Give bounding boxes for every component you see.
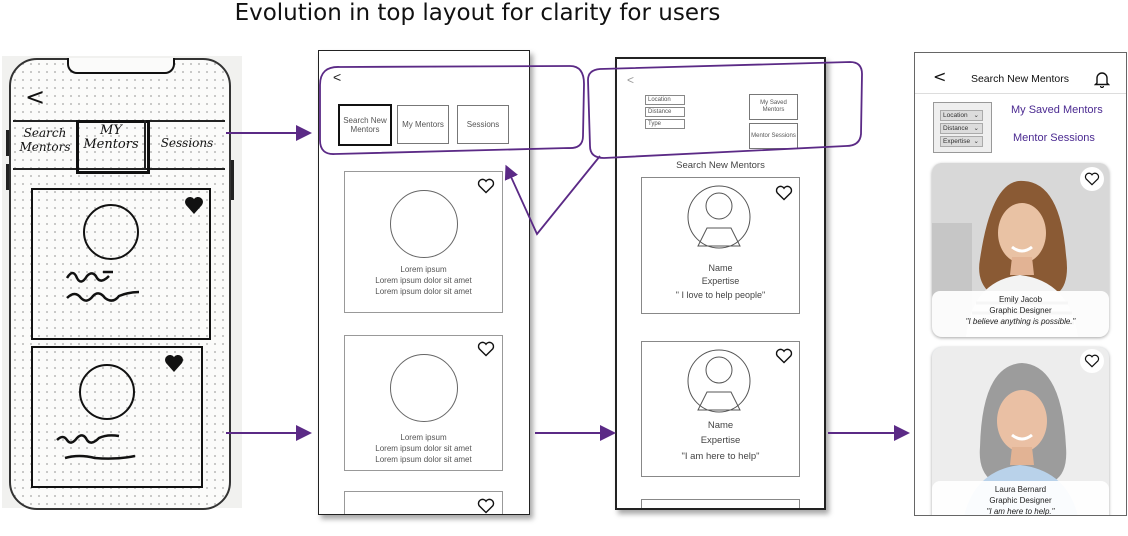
my-saved-mentors-button[interactable]: My Saved Mentors bbox=[749, 94, 798, 120]
type-dropdown[interactable]: Type bbox=[645, 119, 685, 129]
section-heading: Search New Mentors bbox=[676, 160, 765, 171]
dropdown-label: Location bbox=[943, 112, 968, 119]
sketch-active-tab-frame bbox=[76, 120, 150, 174]
favorite-button[interactable] bbox=[1080, 349, 1104, 373]
mentor-name: Laura Bernard bbox=[994, 485, 1047, 494]
distance-dropdown[interactable]: Distance ⌄ bbox=[940, 123, 983, 134]
sketch-divider bbox=[13, 168, 225, 170]
my-saved-mentors-link[interactable]: My Saved Mentors bbox=[1011, 104, 1103, 116]
heart-icon[interactable] bbox=[477, 178, 495, 194]
mentor-info: Emily Jacob Graphic Designer "I believe … bbox=[932, 291, 1109, 337]
chevron-down-icon: ⌄ bbox=[973, 112, 979, 119]
dropdown-label: Expertise bbox=[943, 138, 971, 145]
mentor-role: Graphic Designer bbox=[989, 306, 1052, 315]
favorite-button[interactable] bbox=[1080, 167, 1104, 191]
card-name: Name bbox=[707, 420, 734, 431]
heart-icon bbox=[165, 355, 183, 372]
heart-icon[interactable] bbox=[477, 498, 495, 514]
heart-icon bbox=[1084, 354, 1100, 368]
header-title: Search New Mentors bbox=[970, 73, 1070, 85]
card-line: Lorem ipsum dolor sit amet bbox=[375, 287, 472, 296]
card-expertise: Expertise bbox=[700, 435, 741, 446]
card-line: Lorem ipsum bbox=[400, 433, 447, 442]
card-name: Name bbox=[708, 263, 733, 273]
midfi-wireframe: < Location Distance Type My Saved Mentor… bbox=[615, 57, 826, 510]
avatar-placeholder bbox=[687, 349, 751, 413]
expertise-dropdown[interactable]: Expertise⌄ bbox=[940, 136, 983, 147]
mentor-card[interactable]: Name Expertise " I love to help people" bbox=[641, 177, 800, 314]
location-dropdown[interactable]: Location bbox=[645, 95, 685, 105]
back-icon[interactable]: < bbox=[627, 73, 635, 87]
mentor-sessions-link[interactable]: Mentor Sessions bbox=[1013, 132, 1095, 144]
heart-icon bbox=[1084, 172, 1100, 186]
sketch-avatar bbox=[83, 204, 139, 260]
mentor-card[interactable]: Lorem ipsum Lorem ipsum dolor sit amet L… bbox=[344, 335, 503, 471]
sketch-side-button bbox=[6, 130, 9, 156]
filter-box: Location⌄ Distance⌄ Expertise⌄ bbox=[933, 102, 992, 153]
mentor-quote: "I am here to help." bbox=[986, 507, 1055, 516]
avatar-placeholder bbox=[390, 354, 458, 422]
card-line: Lorem ipsum dolor sit amet bbox=[375, 276, 472, 285]
chevron-down-icon: ⌄ bbox=[973, 138, 979, 145]
card-expertise: Expertise bbox=[701, 276, 740, 286]
header-divider bbox=[915, 93, 1126, 94]
location-dropdown[interactable]: Location ⌄ bbox=[940, 110, 983, 121]
tab-search-new-mentors[interactable]: Search New Mentors bbox=[338, 104, 392, 146]
bell-icon[interactable] bbox=[1094, 70, 1110, 88]
card-line: Lorem ipsum dolor sit amet bbox=[375, 455, 472, 464]
back-icon[interactable]: < bbox=[333, 69, 342, 85]
mentor-quote: "I believe anything is possible." bbox=[965, 317, 1076, 326]
mentor-card[interactable]: Lorem ipsum Lorem ipsum dolor sit amet L… bbox=[344, 171, 503, 313]
avatar-placeholder bbox=[390, 190, 458, 258]
sketch-side-button bbox=[231, 160, 234, 200]
heart-icon[interactable] bbox=[775, 185, 793, 201]
sketch-tab-search: Search Mentors bbox=[19, 126, 71, 154]
sketch-tab-sessions: Sessions bbox=[160, 136, 214, 150]
sketch-card bbox=[31, 346, 203, 488]
sketch-back-icon: < bbox=[25, 83, 46, 111]
avatar-placeholder bbox=[687, 185, 751, 249]
sketch-notch bbox=[67, 58, 175, 74]
mentor-sessions-button[interactable]: Mentor Sessions bbox=[749, 123, 798, 149]
card-line: Lorem ipsum bbox=[400, 265, 447, 274]
card-quote: " I love to help people" bbox=[675, 290, 766, 300]
heart-icon[interactable] bbox=[477, 341, 495, 357]
sketch-phone: < Search Mentors MY Mentors Sessions bbox=[6, 58, 234, 510]
heart-icon bbox=[185, 197, 203, 214]
mentor-role: Graphic Designer bbox=[989, 496, 1052, 505]
tab-my-mentors[interactable]: My Mentors bbox=[397, 105, 449, 144]
sketch-avatar bbox=[79, 364, 135, 420]
hifi-mockup: < Search New Mentors Location ⌄ Distance ⌄… bbox=[914, 52, 1127, 516]
mentor-card[interactable] bbox=[641, 499, 800, 508]
mentor-name: Emily Jacob bbox=[998, 295, 1043, 304]
mentor-info: Laura Bernard Graphic Designer "I am her… bbox=[932, 481, 1109, 516]
lowfi-wireframe: < Search New Mentors My Mentors Sessions… bbox=[318, 50, 530, 515]
sketch-tab-my-mentors: MY Mentors bbox=[83, 123, 139, 152]
sketch-scribble bbox=[56, 434, 136, 460]
dropdown-label: Distance bbox=[943, 125, 969, 132]
mentor-card[interactable]: Emily Jacob Graphic Designer "I believe … bbox=[932, 163, 1109, 337]
sketch-scribble bbox=[65, 270, 140, 302]
mentor-card[interactable]: Name Expertise "I am here to help" bbox=[641, 341, 800, 477]
card-line: Lorem ipsum dolor sit amet bbox=[375, 444, 472, 453]
sketch-divider bbox=[144, 120, 146, 170]
mentor-card[interactable]: Laura Bernard Graphic Designer "I am her… bbox=[932, 347, 1109, 516]
chevron-down-icon: ⌄ bbox=[973, 125, 979, 132]
tab-sessions[interactable]: Sessions bbox=[457, 105, 509, 144]
heart-icon[interactable] bbox=[775, 348, 793, 364]
sketch-card bbox=[31, 188, 211, 340]
diagram-title: Evolution in top layout for clarity for … bbox=[234, 0, 721, 26]
card-quote: "I am here to help" bbox=[681, 451, 760, 462]
sketch-side-button bbox=[6, 164, 9, 190]
back-icon[interactable]: < bbox=[933, 67, 947, 86]
distance-dropdown[interactable]: Distance bbox=[645, 107, 685, 117]
mentor-card[interactable] bbox=[344, 491, 503, 514]
